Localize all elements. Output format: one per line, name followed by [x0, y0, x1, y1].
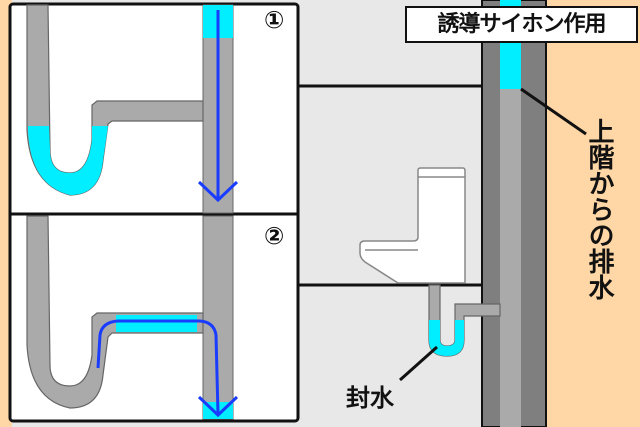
- seal-water: [429, 320, 464, 356]
- seal-water-label: 封水: [346, 384, 394, 412]
- trap-water-1: [28, 126, 108, 195]
- panel-1: [26, 4, 239, 214]
- flow-arrow-2: [96, 319, 220, 415]
- toilet-icon: [359, 167, 466, 284]
- pipe-water-2: [116, 315, 197, 332]
- drain-stack: [481, 0, 547, 427]
- panel-2: [26, 215, 239, 420]
- step-2-number: ②: [264, 222, 285, 250]
- leader-line-drain: [520, 87, 587, 136]
- step-1-number: ①: [264, 6, 285, 34]
- right-wall: [546, 0, 640, 427]
- upper-floor-drain-label: 上階からの排水: [584, 118, 614, 300]
- diagram-title: 誘導サイホン作用: [405, 6, 638, 43]
- leader-line-seal: [399, 345, 438, 382]
